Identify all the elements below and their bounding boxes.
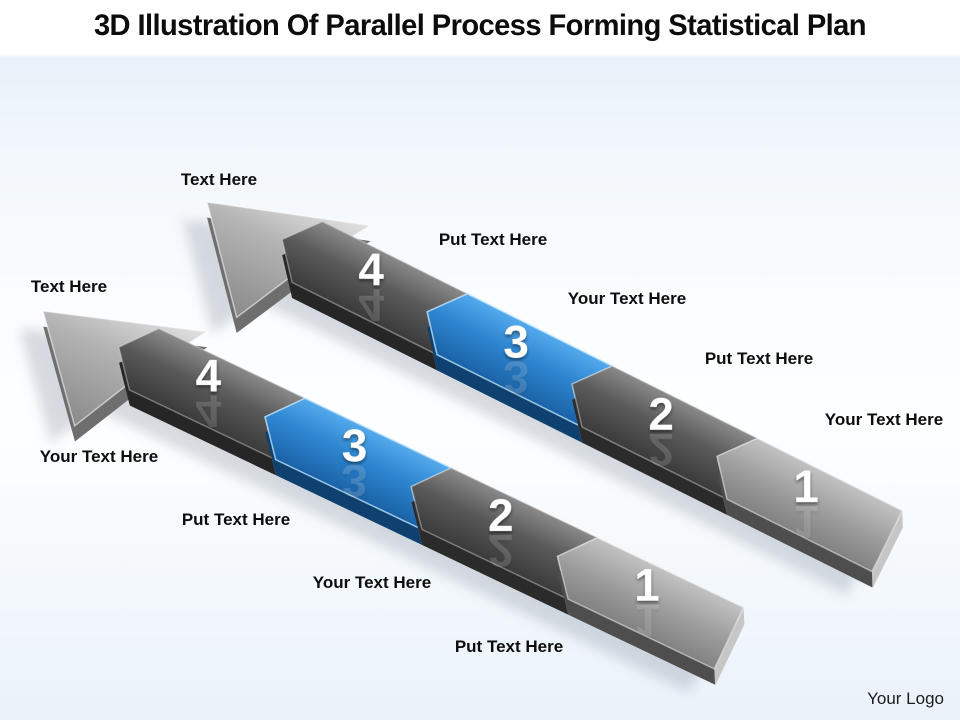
footer-logo-text: Your Logo	[867, 689, 944, 708]
segment-number-reflection: 3	[503, 352, 529, 404]
lower-arrow: 4 4 3 3 2 2 1 1	[19, 310, 745, 693]
segment-number-reflection: 3	[342, 455, 368, 507]
segment-1	[556, 536, 745, 670]
label-lower-step-4: Your Text Here	[39, 447, 159, 466]
label-upper-step-2: Put Text Here	[704, 349, 814, 368]
segment-number-reflection: 2	[488, 525, 514, 577]
segment-number-reflection: 1	[793, 496, 819, 548]
segment-number-reflection: 4	[196, 385, 222, 437]
segment-number-4: 4	[196, 349, 222, 401]
segment-number-reflection: 4	[358, 279, 384, 331]
segment-1-endcap	[871, 510, 903, 589]
segment-number-reflection: 2	[648, 424, 674, 476]
segment-1-endcap	[714, 607, 745, 686]
segment-number-2: 2	[648, 388, 674, 440]
segment-number-3: 3	[503, 316, 529, 368]
label-lower-step-1: Put Text Here	[454, 637, 564, 656]
slide-title: 3D Illustration Of Parallel Process Form…	[0, 9, 960, 43]
label-lower-step-2: Your Text Here	[312, 573, 432, 592]
segment-number-2: 2	[488, 489, 514, 541]
segment-number-3: 3	[342, 419, 368, 471]
label-lower-step-3: Put Text Here	[181, 510, 291, 529]
label-lower-arrowhead: Text Here	[30, 277, 108, 296]
label-upper-step-4: Put Text Here	[438, 230, 548, 249]
label-upper-step-1: Your Text Here	[824, 410, 944, 429]
slide-title-text: 3D Illustration Of Parallel Process Form…	[93, 9, 867, 42]
label-upper-arrowhead: Text Here	[180, 170, 258, 189]
upper-arrow: 4 4 3 3 2 2 1 1	[182, 201, 904, 595]
segment-number-1: 1	[793, 460, 819, 512]
segment-number-1: 1	[634, 559, 660, 611]
segment-1	[716, 437, 904, 573]
label-upper-step-3: Your Text Here	[567, 289, 687, 308]
segment-number-reflection: 1	[634, 595, 660, 647]
segment-number-4: 4	[358, 243, 384, 295]
